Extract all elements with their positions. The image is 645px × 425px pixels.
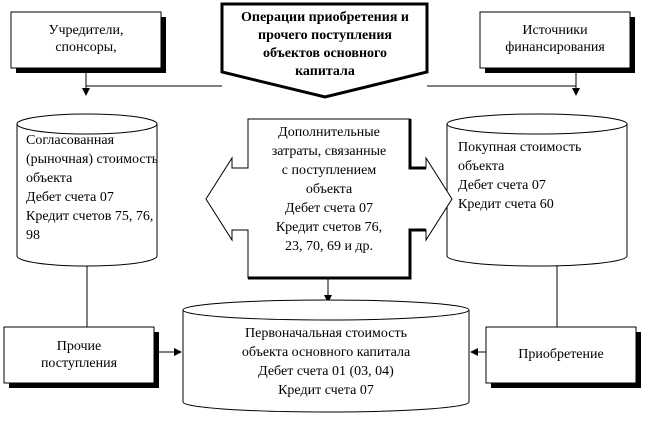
other-receipts-box (3, 326, 159, 388)
other-receipts-label: Прочие поступления (4, 338, 154, 372)
additional-costs-line-2: затраты, связанные (271, 144, 387, 159)
agreed-value-line-6: 98 (26, 228, 40, 243)
operations-line-4: капитала (295, 64, 355, 79)
additional-costs-line-3: с поступлением (281, 163, 377, 178)
purchase-value-line-3: Дебет счета 07 (458, 178, 546, 193)
agreed-value-line-3: объекта (26, 171, 73, 186)
sources-box (479, 11, 635, 73)
purchase-value-line-2: объекта (458, 159, 505, 174)
other-receipts-line-2: поступления (40, 356, 118, 371)
additional-costs-shape (205, 118, 453, 280)
agreed-value-line-5: Кредит счетов 75, 76, (26, 209, 154, 224)
purchase-value-line-4: Кредит счета 60 (458, 197, 554, 212)
purchase-value-label: Покупная стоимость объекта Дебет счета 0… (458, 138, 623, 214)
initial-value-label: Первоначальная стоимость объекта основно… (190, 324, 462, 400)
operations-line-3: объектов основного (262, 46, 388, 61)
additional-costs-line-1: Дополнительные (278, 125, 380, 140)
additional-costs-line-7: 23, 70, 69 и др. (284, 239, 374, 254)
founders-line-1: Учредители, (48, 23, 124, 38)
acquisition-label: Приобретение (486, 346, 636, 363)
agreed-value-line-1: Согласованная (26, 133, 115, 148)
agreed-value-label: Согласованная (рыночная) стоимость объек… (26, 131, 161, 245)
other-receipts-line-1: Прочие (56, 339, 102, 354)
acquisition-box (485, 326, 641, 388)
founders-label: Учредители, спонсоры, (11, 22, 161, 56)
initial-value-line-2: объекта основного капитала (241, 345, 411, 360)
sources-label: Источники финансирования (480, 22, 630, 56)
operations-label: Операции приобретения и прочего поступле… (224, 9, 426, 87)
sources-line-2: финансирования (505, 40, 605, 55)
sources-line-1: Источники (522, 23, 588, 38)
acquisition-line-1: Приобретение (518, 347, 604, 362)
purchase-value-cylinder (446, 113, 628, 267)
initial-value-line-3: Дебет счета 01 (03, 04) (258, 364, 394, 379)
purchase-value-line-1: Покупная стоимость (458, 140, 582, 155)
founders-line-2: спонсоры, (55, 40, 117, 55)
initial-value-line-1: Первоначальная стоимость (245, 326, 407, 341)
additional-costs-line-4: объекта (305, 182, 353, 197)
operations-line-1: Операции приобретения и (241, 10, 409, 25)
operations-shape (220, 2, 429, 99)
initial-value-line-4: Кредит счета 07 (278, 383, 374, 398)
operations-line-2: прочего поступления (258, 28, 392, 43)
additional-costs-line-6: Кредит счетов 76, (275, 220, 383, 235)
additional-costs-line-5: Дебет счета 07 (285, 201, 373, 216)
founders-box (10, 11, 166, 73)
agreed-value-line-4: Дебет счета 07 (26, 190, 114, 205)
initial-value-cylinder (182, 299, 470, 413)
agreed-value-line-2: (рыночная) стоимость (26, 152, 159, 167)
additional-costs-label: Дополнительные затраты, связанные с пост… (250, 123, 408, 256)
